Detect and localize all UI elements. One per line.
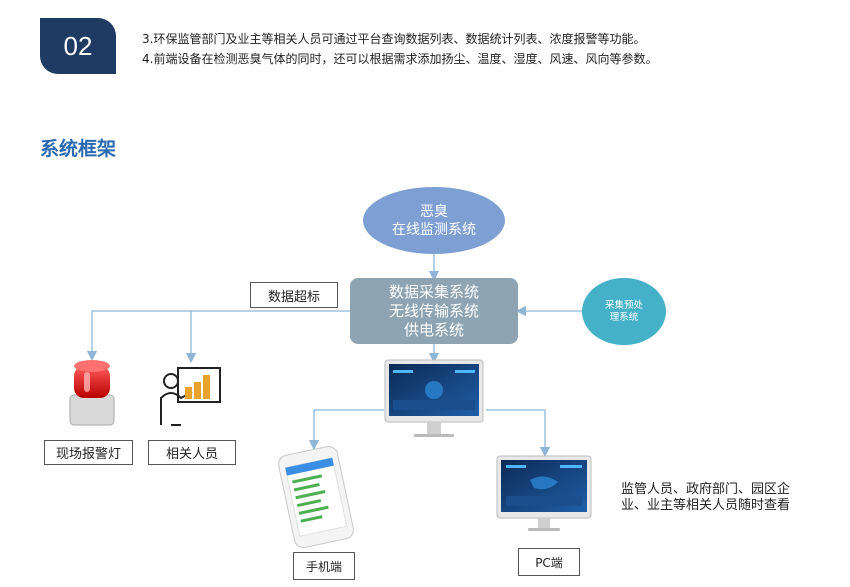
personnel-label: 相关人员 <box>148 440 236 465</box>
alarm-lamp-icon <box>69 360 115 426</box>
presenter-icon <box>160 367 221 426</box>
monitor-icon-pc <box>496 455 592 531</box>
center-node-line1: 数据采集系统 <box>388 282 479 301</box>
connector-monitor-left <box>308 409 384 451</box>
connector-center-left <box>86 310 350 362</box>
center-node-line3: 供电系统 <box>403 320 464 339</box>
acquisition-system-node: 数据采集系统 无线传输系统 供电系统 <box>350 278 518 344</box>
pretreatment-line2: 理系统 <box>609 311 639 323</box>
mobile-label: 手机端 <box>293 552 355 580</box>
section-title: 系统框架 <box>40 138 117 160</box>
odor-node-line1: 恶臭 <box>420 203 448 220</box>
phone-icon <box>278 445 354 549</box>
description-line-3: 3.环保监管部门及业主等相关人员可通过平台查询数据列表、数据统计列表、浓度报警等… <box>142 32 646 46</box>
alarm-light-label: 现场报警灯 <box>44 440 133 465</box>
odor-monitoring-node: 恶臭 在线监测系统 <box>363 187 505 254</box>
viewers-caption: 监管人员、政府部门、园区企 业、业主等相关人员随时查看 <box>621 482 821 514</box>
monitor-icon-center <box>384 359 484 437</box>
odor-node-line2: 在线监测系统 <box>392 221 476 238</box>
caption-line2: 业、业主等相关人员随时查看 <box>621 498 791 513</box>
section-number-badge: 02 <box>40 18 116 74</box>
connector-monitor-right <box>486 409 551 458</box>
pretreatment-node: 采集预处 理系统 <box>582 278 666 345</box>
center-node-line2: 无线传输系统 <box>388 301 479 320</box>
description-line-4: 4.前端设备在检测恶臭气体的同时，还可以根据需求添加扬尘、温度、湿度、风速、风向… <box>142 52 658 66</box>
caption-line1: 监管人员、政府部门、园区企 <box>621 482 791 497</box>
pretreatment-line1: 采集预处 <box>604 299 643 311</box>
pc-label: PC端 <box>518 548 580 576</box>
exceed-label: 数据超标 <box>250 282 338 308</box>
